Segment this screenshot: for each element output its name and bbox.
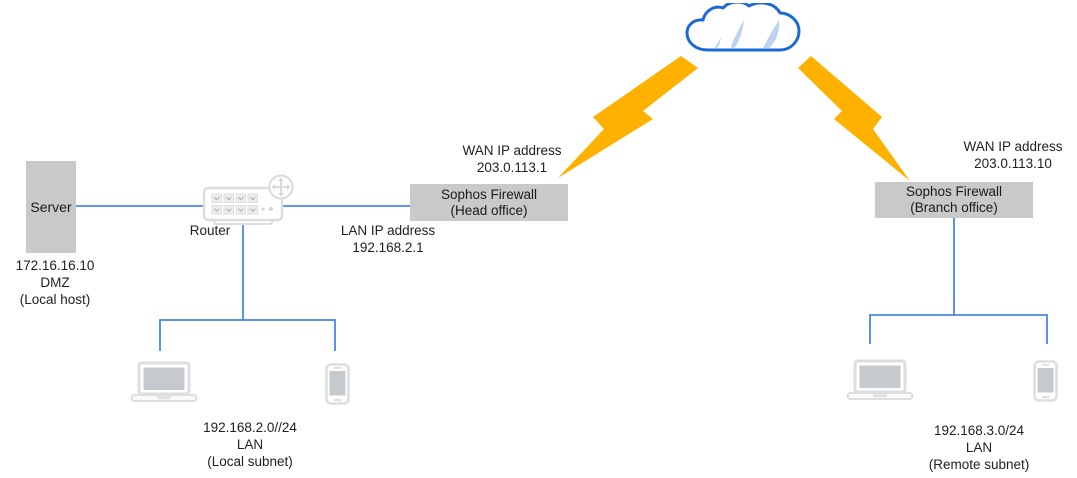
subnet-zone: LAN — [236, 437, 264, 452]
laptop-icon — [846, 359, 914, 400]
cloud-icon — [685, 3, 801, 52]
lan-ip-value: 192.168.2.1 — [352, 240, 424, 255]
firewall-name: Sophos Firewall — [905, 184, 1003, 199]
lightning-bolt-left-icon — [558, 56, 698, 178]
wan-ip-label-branch: WAN IP address 203.0.113.10 — [963, 138, 1062, 172]
cloud-shade-large — [763, 20, 780, 48]
wan-ip-caption: WAN IP address — [462, 143, 562, 158]
link-lan-branch-remote — [869, 314, 1048, 344]
router-caption: Router — [189, 223, 231, 238]
subnet-zone: LAN — [965, 440, 993, 455]
server-node: Server — [26, 161, 76, 253]
wan-ip-value: 203.0.113.10 — [974, 156, 1052, 171]
server-ip: 172.16.16.10 — [15, 258, 95, 273]
server-note: (Local host) — [19, 292, 91, 307]
smartphone-icon — [325, 363, 350, 405]
cloud-shade-small — [731, 20, 744, 49]
server-zone: DMZ — [40, 275, 70, 290]
laptop-icon — [130, 361, 198, 402]
wan-ip-label-head: WAN IP address 203.0.113.1 — [462, 142, 561, 176]
firewall-branch-office-node: Sophos Firewall (Branch office) — [875, 182, 1033, 218]
lightning-bolt-right-icon — [798, 56, 910, 181]
subnet-note: (Remote subnet) — [928, 457, 1030, 472]
subnet-cidr: 192.168.3.0/24 — [933, 423, 1025, 438]
firewall-site: (Branch office) — [910, 200, 998, 215]
server-label: Server — [30, 199, 72, 215]
firewall-head-office-node: Sophos Firewall (Head office) — [410, 184, 568, 221]
cloud-shade-tiny — [715, 37, 721, 48]
link-lan-branch-local — [159, 319, 336, 351]
subnet-cidr: 192.168.2.0//24 — [203, 420, 297, 435]
lan-ip-label-head: LAN IP address 192.168.2.1 — [341, 222, 435, 256]
wan-ip-caption: WAN IP address — [963, 139, 1063, 154]
smartphone-icon — [1033, 360, 1058, 402]
lan-ip-caption: LAN IP address — [340, 223, 436, 238]
routing-badge-icon — [268, 174, 294, 200]
remote-subnet-caption: 192.168.3.0/24 LAN (Remote subnet) — [929, 422, 1030, 473]
router-icon — [202, 174, 294, 225]
firewall-site: (Head office) — [450, 202, 528, 218]
wan-ip-value: 203.0.113.1 — [476, 160, 548, 175]
server-caption: 172.16.16.10 DMZ (Local host) — [16, 257, 95, 308]
router-label: Router — [190, 222, 231, 239]
subnet-note: (Local subnet) — [207, 454, 293, 469]
local-subnet-caption: 192.168.2.0//24 LAN (Local subnet) — [203, 419, 297, 470]
firewall-name: Sophos Firewall — [440, 186, 538, 202]
